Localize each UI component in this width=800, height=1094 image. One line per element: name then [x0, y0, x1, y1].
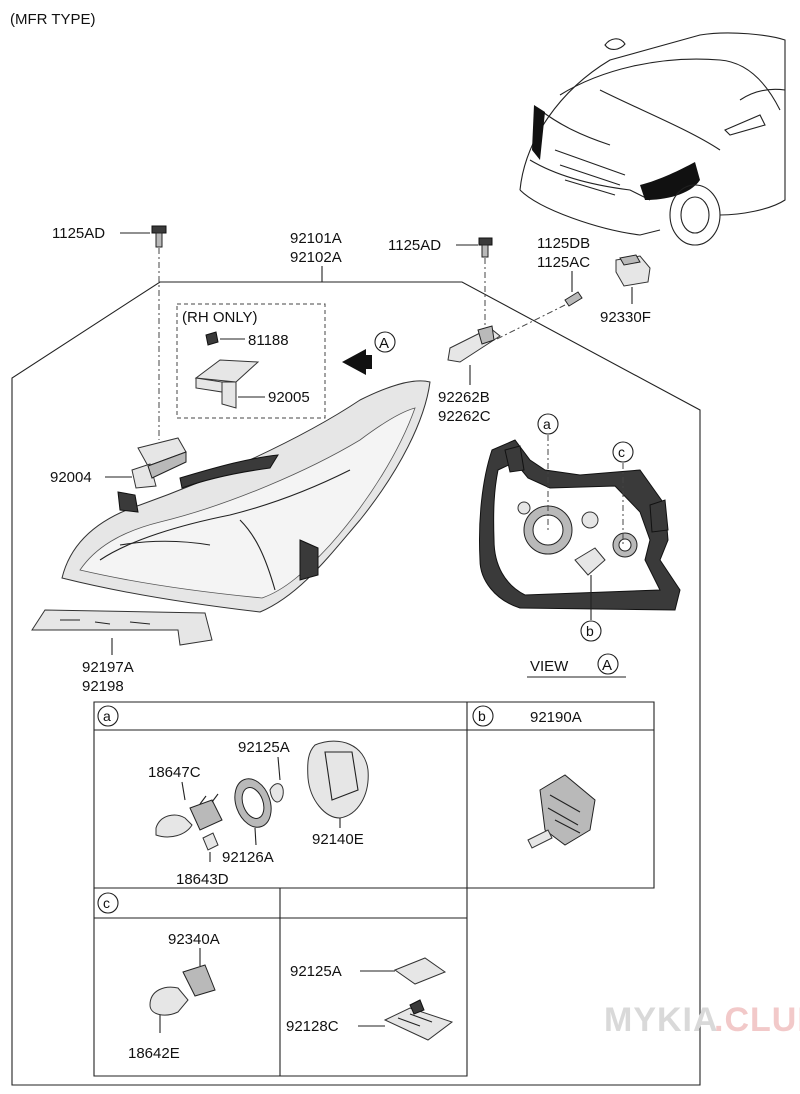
marker-a-arrow	[374, 331, 396, 353]
mfr-type-label: (MFR TYPE)	[10, 11, 96, 28]
marker-a-text: a	[543, 416, 551, 432]
section-b-marker	[472, 705, 494, 727]
bracket-92005	[194, 359, 260, 409]
label-92125a-a: 92125A	[238, 739, 290, 756]
headlamp-assembly	[61, 380, 431, 613]
marker-c	[612, 441, 634, 463]
ring-92126a	[234, 778, 272, 828]
label-92102a: 92102A	[290, 249, 342, 266]
section-b-title: 92190A	[530, 709, 582, 726]
label-92262b: 92262B	[438, 389, 490, 406]
led-module-92190a	[527, 774, 596, 849]
label-1125ad-left: 1125AD	[52, 225, 105, 242]
bulb-18647c-icon	[155, 793, 223, 838]
clip-81188	[205, 331, 219, 346]
gasket-sheet-92125a	[393, 957, 447, 985]
actuator-92330f	[615, 254, 651, 287]
label-1125ac: 1125AC	[537, 254, 590, 271]
bolt-icon	[478, 237, 493, 258]
section-a-marker	[97, 705, 119, 727]
label-92140e: 92140E	[312, 831, 364, 848]
view-arrow-icon	[342, 349, 372, 375]
bracket-92128c	[383, 999, 454, 1041]
rear-view-housing	[479, 439, 681, 611]
screw-icon	[564, 291, 583, 307]
bracket-92262b	[447, 325, 501, 363]
watermark-part1: MYKIA	[604, 1001, 719, 1039]
label-92262c: 92262C	[438, 408, 491, 425]
rh-only-box	[176, 303, 326, 419]
bulb-18643d-icon	[202, 832, 219, 851]
label-92101a: 92101A	[290, 230, 342, 247]
bulb-18642e-icon	[149, 964, 216, 1016]
rh-only-label: (RH ONLY)	[182, 309, 258, 326]
marker-b	[580, 620, 602, 642]
label-92125a-d: 92125A	[290, 963, 342, 980]
gasket-92125a	[269, 783, 284, 803]
marker-b-text: b	[586, 623, 594, 639]
label-92198: 92198	[82, 678, 124, 695]
assembly-outline	[11, 281, 701, 1086]
label-1125db: 1125DB	[537, 235, 590, 252]
trim-strip-92197a	[31, 609, 213, 646]
parts-table	[93, 701, 655, 1077]
watermark: MYKIA .CLUB	[604, 1001, 800, 1039]
marker-c-text: c	[618, 444, 625, 460]
bolt-icon	[151, 225, 167, 248]
label-92197a: 92197A	[82, 659, 134, 676]
marker-a-arrow-text: A	[379, 335, 389, 352]
section-c-marker	[97, 892, 119, 914]
view-marker-text: A	[602, 657, 612, 674]
label-18647c: 18647C	[148, 764, 201, 781]
view-label: VIEW	[530, 658, 569, 675]
label-1125ad-right: 1125AD	[388, 237, 441, 254]
watermark-part2: .CLUB	[714, 1001, 800, 1039]
bracket-92004	[131, 437, 187, 489]
label-92004: 92004	[50, 469, 92, 486]
section-c-marker-text: c	[103, 895, 110, 911]
label-92126a: 92126A	[222, 849, 274, 866]
label-92340a: 92340A	[168, 931, 220, 948]
view-marker	[597, 653, 619, 675]
label-18642e: 18642E	[128, 1045, 180, 1062]
section-a-marker-text: a	[103, 708, 111, 724]
marker-a	[537, 413, 559, 435]
car-illustration	[519, 32, 786, 246]
section-b-marker-text: b	[478, 708, 486, 724]
label-81188: 81188	[248, 332, 289, 349]
label-92128c: 92128C	[286, 1018, 339, 1035]
label-92330f: 92330F	[600, 309, 651, 326]
label-92005: 92005	[268, 389, 310, 406]
cap-92140e	[307, 740, 369, 819]
label-18643d: 18643D	[176, 871, 229, 888]
